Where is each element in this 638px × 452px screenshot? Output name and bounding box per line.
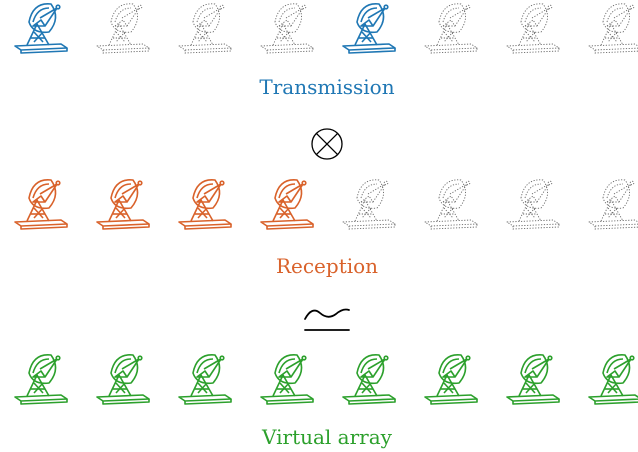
reception-antenna-2-active-icon	[96, 179, 150, 230]
virtual-array-antenna-row	[14, 354, 638, 405]
transmission-antenna-row	[14, 3, 638, 54]
transmission-antenna-4-inactive-icon	[260, 3, 314, 54]
virtual-array-antenna-1-active-icon	[14, 354, 68, 405]
reception-antenna-8-inactive-icon	[588, 179, 638, 230]
virtual-array-antenna-2-active-icon	[96, 354, 150, 405]
reception-antenna-6-inactive-icon	[424, 179, 478, 230]
virtual-array-antenna-7-active-icon	[506, 354, 560, 405]
otimes-icon	[311, 128, 343, 160]
transmission-antenna-1-active-icon	[14, 3, 68, 54]
reception-antenna-5-inactive-icon	[342, 179, 396, 230]
transmission-antenna-3-inactive-icon	[178, 3, 232, 54]
reception-antenna-7-inactive-icon	[506, 179, 560, 230]
virtual-array-antenna-6-active-icon	[424, 354, 478, 405]
virtual-array-label: Virtual array	[261, 425, 393, 449]
reception-antenna-4-active-icon	[260, 179, 314, 230]
virtual-array-antenna-8-active-icon	[588, 354, 638, 405]
transmission-antenna-8-inactive-icon	[588, 3, 638, 54]
transmission-antenna-5-active-icon	[342, 3, 396, 54]
transmission-label: Transmission	[259, 75, 394, 99]
reception-antenna-1-active-icon	[14, 179, 68, 230]
transmission-antenna-2-inactive-icon	[96, 3, 150, 54]
approx-equal-icon	[304, 308, 350, 331]
reception-antenna-row	[14, 179, 638, 230]
virtual-array-antenna-3-active-icon	[178, 354, 232, 405]
transmission-antenna-6-inactive-icon	[424, 3, 478, 54]
transmission-antenna-7-inactive-icon	[506, 3, 560, 54]
virtual-array-antenna-5-active-icon	[342, 354, 396, 405]
reception-antenna-3-active-icon	[178, 179, 232, 230]
virtual-array-antenna-4-active-icon	[260, 354, 314, 405]
reception-label: Reception	[276, 254, 378, 278]
